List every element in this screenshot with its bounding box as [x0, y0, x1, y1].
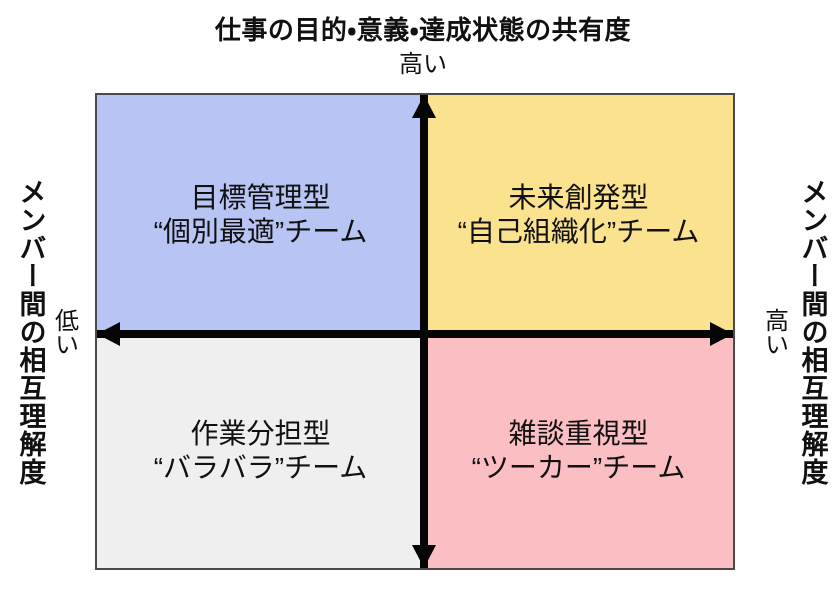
matrix-area: 目標管理型 “個別最適”チーム 未来創発型 “自己組織化”チーム 作業分担型 “…: [95, 93, 735, 570]
quadrant-bottom-left-label: 作業分担型 “バラバラ”チーム: [154, 417, 368, 485]
arrow-right-icon: [710, 322, 733, 346]
quadrant-bottom-left: 作業分担型 “バラバラ”チーム: [97, 334, 424, 568]
axis-label-top-high: 高い: [399, 51, 447, 78]
quadrant-top-right-label: 未来創発型 “自己組織化”チーム: [458, 181, 700, 249]
quadrant-label-line2: “自己組織化”チーム: [457, 215, 700, 247]
diagram-title: 仕事の目的・意義・達成状態の共有度: [214, 15, 632, 45]
quadrant-label-line1: 目標管理型: [190, 181, 331, 213]
quadrant-label-line2: “バラバラ”チーム: [153, 452, 368, 483]
quadrant-label-line1: 作業分担型: [190, 418, 331, 449]
quadrant-bottom-right-label: 雑談重視型 “ツーカー”チーム: [472, 417, 686, 485]
quadrant-bottom-right: 雑談重視型 “ツーカー”チーム: [424, 334, 733, 568]
quadrant-label-line1: 雑談重視型: [508, 418, 649, 449]
quadrant-top-right: 未来創発型 “自己組織化”チーム: [424, 95, 733, 334]
quadrant-label-line1: 未来創発型: [508, 181, 649, 213]
left-axis-title: メンバー間の相互理解度: [15, 177, 46, 486]
right-axis-title: メンバー間の相互理解度: [797, 177, 828, 486]
arrow-left-icon: [97, 322, 120, 346]
axis-label-right-high: 高い: [760, 307, 788, 356]
horizontal-axis-line: [97, 330, 733, 338]
quadrant-top-left-label: 目標管理型 “個別最適”チーム: [154, 181, 368, 249]
arrow-up-icon: [412, 95, 436, 118]
arrow-down-icon: [412, 545, 436, 568]
quadrant-label-line2: “ツーカー”チーム: [471, 452, 686, 483]
quadrant-top-left: 目標管理型 “個別最適”チーム: [97, 95, 424, 334]
quadrant-label-line2: “個別最適”チーム: [153, 215, 368, 247]
axis-label-left-low: 低い: [50, 307, 78, 356]
